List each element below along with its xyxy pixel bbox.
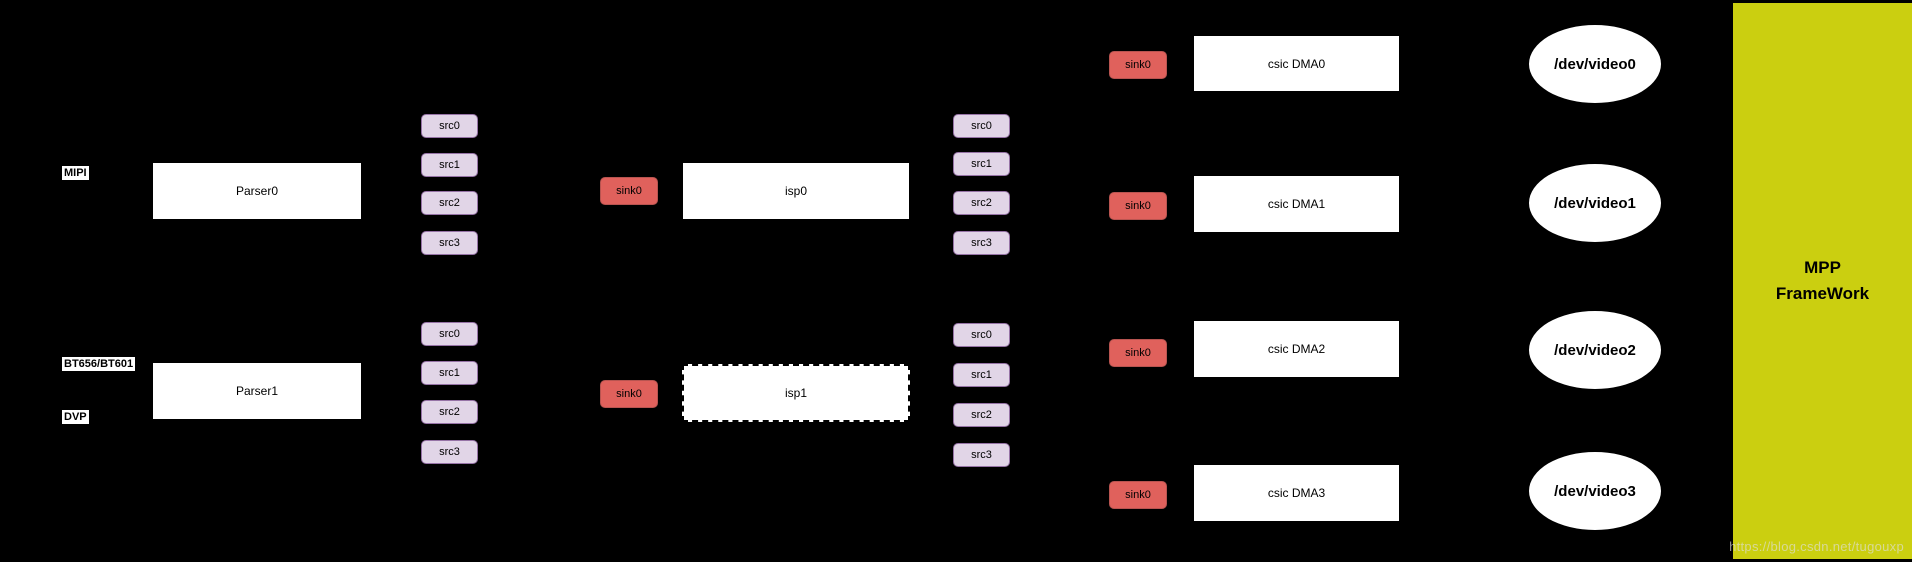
isp0-src3-port: src3 <box>953 231 1010 255</box>
parser0-src2-port: src2 <box>421 191 478 215</box>
isp1-src2-port: src2 <box>953 403 1010 427</box>
input-label-bt656-bt601: BT656/BT601 <box>62 357 136 371</box>
mpp-framework-label-line2: FrameWork <box>1775 284 1870 303</box>
csic-dma3-node: csic DMA3 <box>1193 464 1400 522</box>
isp0-sink-port: sink0 <box>600 177 658 205</box>
parser1-src2-port: src2 <box>421 400 478 424</box>
csic-dma2-sink-port: sink0 <box>1109 339 1167 367</box>
isp0-src2-port: src2 <box>953 191 1010 215</box>
csic-dma1-sink-port: sink0 <box>1109 192 1167 220</box>
csic-dma1-node: csic DMA1 <box>1193 175 1400 233</box>
csic-dma0-sink-port: sink0 <box>1109 51 1167 79</box>
watermark: https://blog.csdn.net/tugouxp <box>1729 539 1904 554</box>
csic-dma2-node: csic DMA2 <box>1193 320 1400 378</box>
isp1-src3-port: src3 <box>953 443 1010 467</box>
isp1-sink-port: sink0 <box>600 380 658 408</box>
parser0-src0-port: src0 <box>421 114 478 138</box>
csic-dma0-node: csic DMA0 <box>1193 35 1400 92</box>
dev-video3-node: /dev/video3 <box>1528 451 1662 531</box>
input-label-dvp: DVP <box>62 410 89 424</box>
dev-video0-node: /dev/video0 <box>1528 24 1662 104</box>
isp1-src0-port: src0 <box>953 323 1010 347</box>
parser0-src1-port: src1 <box>421 153 478 177</box>
parser1-src3-port: src3 <box>421 440 478 464</box>
mpp-framework-label-line1: MPP <box>1804 257 1841 277</box>
parser0-src3-port: src3 <box>421 231 478 255</box>
isp0-node: isp0 <box>682 162 910 220</box>
isp0-src1-port: src1 <box>953 152 1010 176</box>
dev-video2-node: /dev/video2 <box>1528 310 1662 390</box>
parser1-src1-port: src1 <box>421 361 478 385</box>
parser1-node: Parser1 <box>152 362 362 420</box>
parser0-node: Parser0 <box>152 162 362 220</box>
parser1-src0-port: src0 <box>421 322 478 346</box>
csic-dma3-sink-port: sink0 <box>1109 481 1167 509</box>
isp1-node: isp1 <box>682 364 910 422</box>
isp0-src0-port: src0 <box>953 114 1010 138</box>
input-label-mipi: MIPI <box>62 166 89 180</box>
isp1-src1-port: src1 <box>953 363 1010 387</box>
dev-video1-node: /dev/video1 <box>1528 163 1662 243</box>
mpp-framework-panel: MPP FrameWork <box>1733 3 1912 559</box>
